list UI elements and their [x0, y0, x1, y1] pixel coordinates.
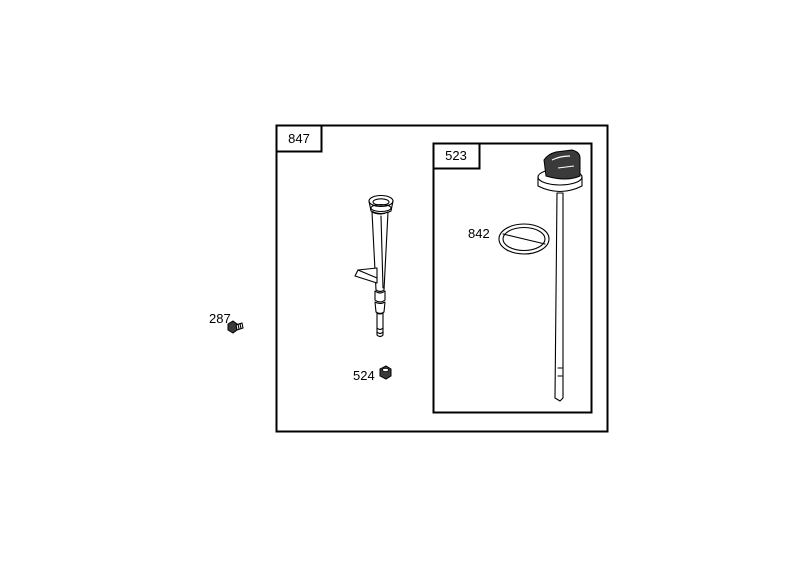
- kit-523-label: 523: [445, 148, 467, 163]
- kit-847-group: 847: [275, 124, 609, 433]
- nut-icon: [379, 365, 392, 380]
- kit-847-box: [275, 124, 609, 433]
- kit-523-box: [432, 142, 593, 414]
- screw-287-label: 287: [209, 311, 231, 326]
- nut-524-label: 524: [353, 368, 375, 383]
- dipstick-cap-icon: [537, 149, 583, 402]
- kit-523-group: 523: [432, 142, 593, 414]
- o-ring-icon: [498, 223, 550, 255]
- kit-847-label: 847: [288, 131, 310, 146]
- kit-523-label-box: [432, 142, 481, 170]
- kit-847-label-box: [275, 124, 323, 153]
- dipstick-tube-icon: [354, 194, 394, 338]
- oring-842-label: 842: [468, 226, 490, 241]
- screw-icon: [227, 320, 244, 334]
